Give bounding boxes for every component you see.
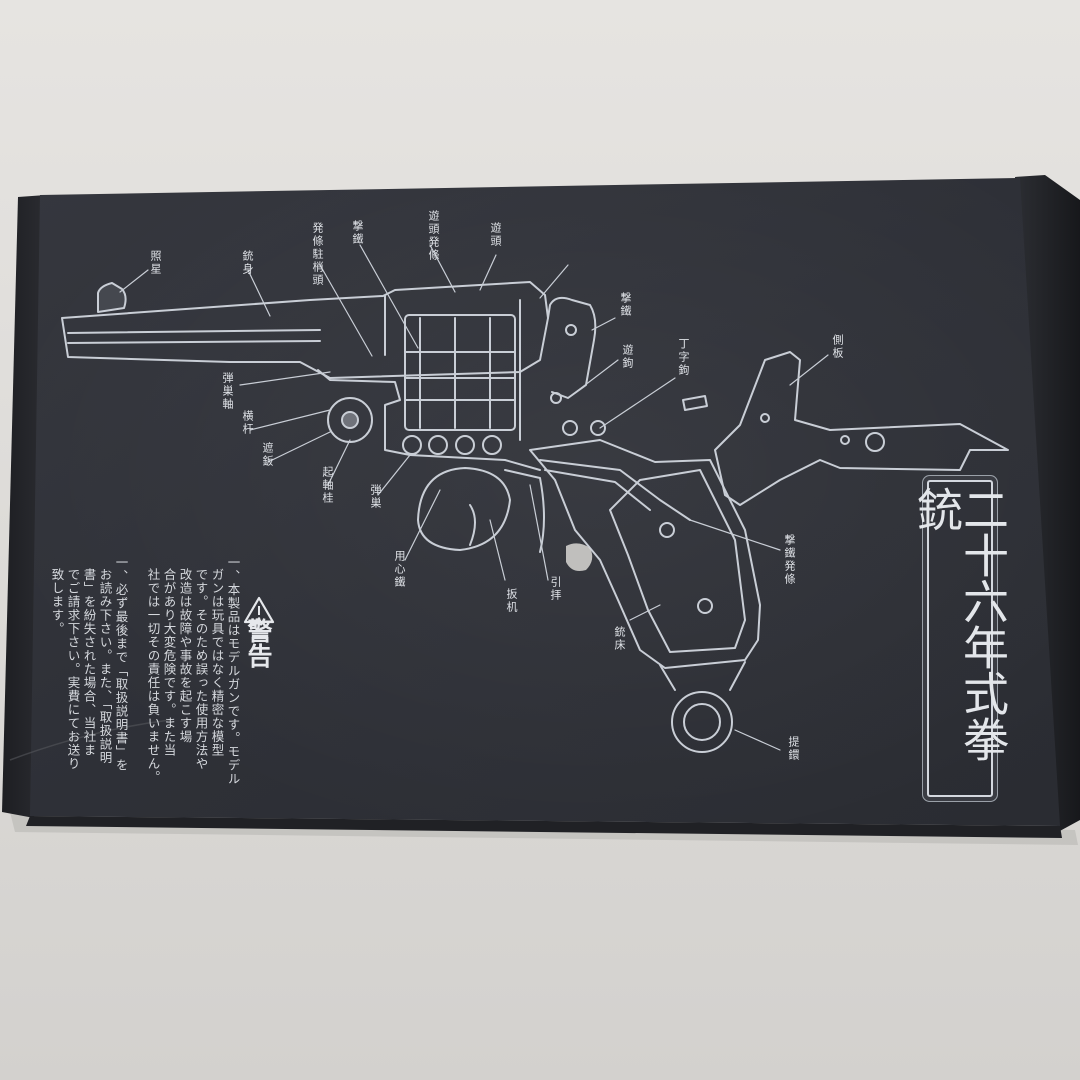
warning-line: お読み下さい。また、「取扱説明 [97,568,113,765]
part-label: 弾巣軸 [221,372,234,411]
warning-line: 社では一切その責任は負いません。 [145,568,161,784]
warning-line: でご請求下さい。実費にてお送り [65,568,81,771]
part-label: 遊頭 [489,222,502,248]
warning-line: 一、必ず最後まで「取扱説明書」を [113,556,129,772]
box-right-flap [1015,175,1080,832]
warning-line: 書」を紛失された場合、当社ま [81,568,97,757]
part-label: 遊頭発條 [427,210,440,262]
revolver-diagram [61,244,1009,753]
part-label: 銃床 [613,626,626,652]
part-label: 起軸桂 [321,466,334,505]
part-label: 提鐶 [787,736,800,762]
part-label: 撃鐵 [619,292,632,318]
part-label: 用心鐵 [393,550,406,589]
part-label: 銃身 [241,250,254,276]
part-label: 扳机 [505,588,518,614]
part-label: 発條駐梢頭 [311,222,324,287]
product-title: 二十六年式拳銃 [910,486,1010,762]
part-label: 横杆 [241,410,254,436]
part-label: 撃鐵 [351,220,364,246]
part-label: 側板 [831,334,844,360]
part-label: 撃鐵発條 [783,534,796,586]
part-label: 照星 [149,250,162,276]
warning-line: 合があり大変危険です。また当 [161,568,177,757]
part-label: 丁字鉤 [677,338,690,377]
title-cartouche: 二十六年式拳銃 [910,480,1010,797]
warning-line: 改造は故障や事故を起こす場 [177,568,193,744]
part-label: 弾巣 [369,484,382,510]
warning-line: 一、本製品はモデルガンです。モデル [225,556,241,786]
warning-line: 致します。 [49,568,65,636]
warning-line: です。そのため誤った使用方法や [193,568,209,771]
warning-line: ガンは玩具ではなく精密な模型 [209,568,225,757]
part-label: 遮鈑 [261,442,274,468]
part-label: 引拝 [549,576,562,602]
warning-heading: 警告 [244,618,273,668]
part-label: 遊鉤 [621,344,634,370]
warning-triangle-icon [243,596,275,624]
